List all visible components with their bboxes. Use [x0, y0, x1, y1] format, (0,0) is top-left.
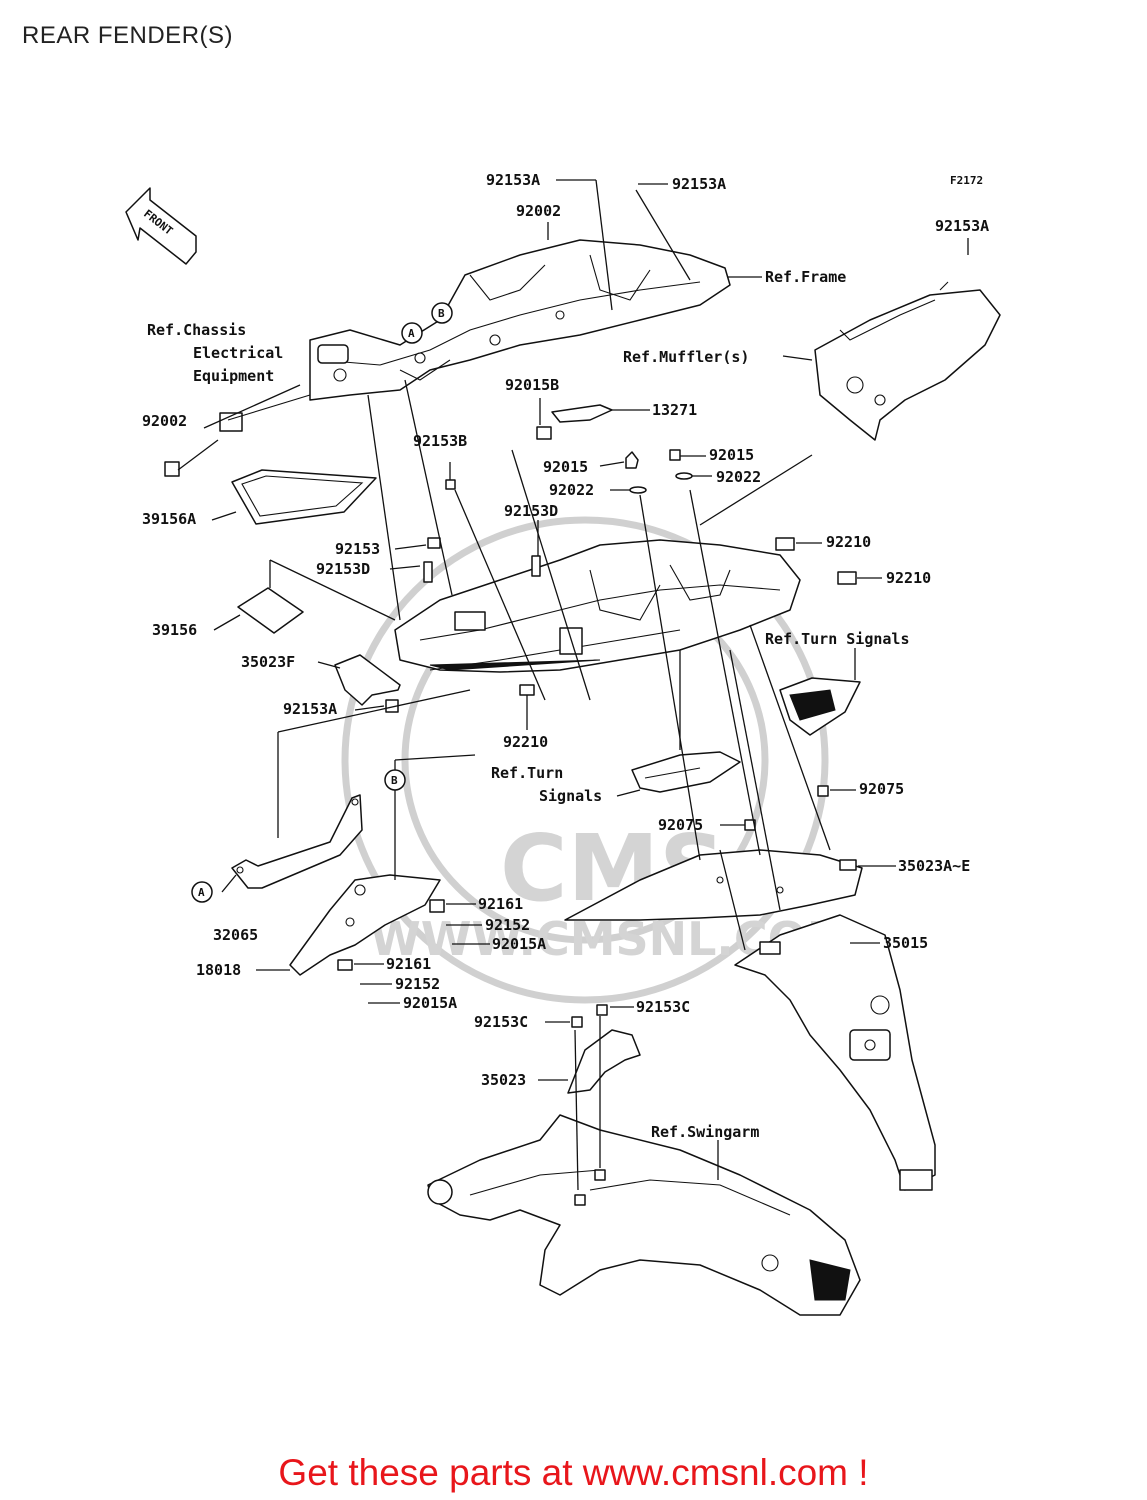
footer-promo-link[interactable]: Get these parts at www.cmsnl.com ! [278, 1452, 869, 1493]
label-13271: 13271 [652, 401, 697, 419]
figure-code: F2172 [950, 174, 983, 187]
rear-fender-35015-drawing [734, 914, 936, 1191]
label-92210-bottom: 92210 [503, 733, 548, 751]
leader-lines [177, 179, 969, 1191]
label-92152-lower: 92152 [395, 975, 440, 993]
ref-turn-signals-upper-label: Ref.Turn Signals [765, 630, 910, 648]
label-92015-left: 92015 [543, 458, 588, 476]
label-18018: 18018 [196, 961, 241, 979]
reference-labels: Ref.Frame Ref.Chassis Electrical Equipme… [147, 268, 910, 1141]
ref-frame-label: Ref.Frame [765, 268, 846, 286]
label-92002-left: 92002 [142, 412, 187, 430]
ref-chassis-line1: Ref.Chassis [147, 321, 246, 339]
label-92153: 92153 [335, 540, 380, 558]
label-92075-right: 92075 [859, 780, 904, 798]
ref-turn-signals-line1: Ref.Turn [491, 764, 563, 782]
ref-turn-signals-line2: Signals [539, 787, 602, 805]
label-32065: 32065 [213, 926, 258, 944]
label-92022-right: 92022 [716, 468, 761, 486]
label-92153c-left: 92153C [474, 1013, 528, 1031]
callout-b-lower: B [391, 774, 398, 787]
ref-swingarm-label: Ref.Swingarm [651, 1123, 759, 1141]
front-arrow-icon: FRONT [125, 187, 197, 265]
callout-b-upper: B [438, 307, 445, 320]
bracket-35023f-drawing [334, 654, 401, 706]
label-92153a-top-right: 92153A [672, 175, 726, 193]
callout-a-upper: A [408, 327, 415, 340]
label-92015-right: 92015 [709, 446, 754, 464]
label-35015: 35015 [883, 934, 928, 952]
label-92022-left: 92022 [549, 481, 594, 499]
label-92015a-lower: 92015A [403, 994, 457, 1012]
small-hardware-cluster [445, 404, 693, 494]
label-92153a-right: 92153A [935, 217, 989, 235]
chain-guard-35023-drawing [567, 1004, 641, 1094]
label-92153c-right: 92153C [636, 998, 690, 1016]
label-35023a-e: 35023A~E [898, 857, 970, 875]
part-number-labels: 92153A 92153A 92002 92153A 92002 92015B … [142, 171, 989, 1089]
swingarm-drawing [427, 1114, 861, 1316]
label-92153d-lower: 92153D [316, 560, 370, 578]
muffler-drawing [814, 281, 1001, 441]
label-92153a-mid: 92153A [283, 700, 337, 718]
label-92015b: 92015B [505, 376, 559, 394]
label-39156: 39156 [152, 621, 197, 639]
callout-a-lower: A [198, 886, 205, 899]
label-92210-upper: 92210 [826, 533, 871, 551]
label-92153a-top-left: 92153A [486, 171, 540, 189]
rear-frame-drawing [219, 239, 731, 432]
pad-drawing [237, 587, 304, 634]
label-35023f: 35023F [241, 653, 295, 671]
exploded-parts-diagram: CMS WWW.CMSNL.COM FRONT F2172 [125, 171, 1001, 1316]
callout-markers: A B B A [191, 302, 453, 903]
label-92161-upper: 92161 [478, 895, 523, 913]
bracket-32065-drawing [231, 794, 363, 889]
page-title: REAR FENDER(S) [22, 22, 234, 49]
label-92152-upper: 92152 [485, 916, 530, 934]
turn-signal-right-drawing [779, 677, 861, 797]
tool-tray-drawing [164, 461, 377, 525]
label-92015a-upper: 92015A [492, 935, 546, 953]
ref-muffler-label: Ref.Muffler(s) [623, 348, 749, 366]
label-92075-mid: 92075 [658, 816, 703, 834]
ref-chassis-line2: Electrical [193, 344, 283, 362]
label-92002-top: 92002 [516, 202, 561, 220]
label-92153d-upper: 92153D [504, 502, 558, 520]
label-39156a: 39156A [142, 510, 196, 528]
ref-chassis-line3: Equipment [193, 367, 274, 385]
hugger-18018-drawing [289, 874, 445, 976]
label-35023: 35023 [481, 1071, 526, 1089]
label-92153b: 92153B [413, 432, 467, 450]
label-92161-lower: 92161 [386, 955, 431, 973]
label-92210-lower: 92210 [886, 569, 931, 587]
under-tray-drawing [564, 849, 863, 921]
